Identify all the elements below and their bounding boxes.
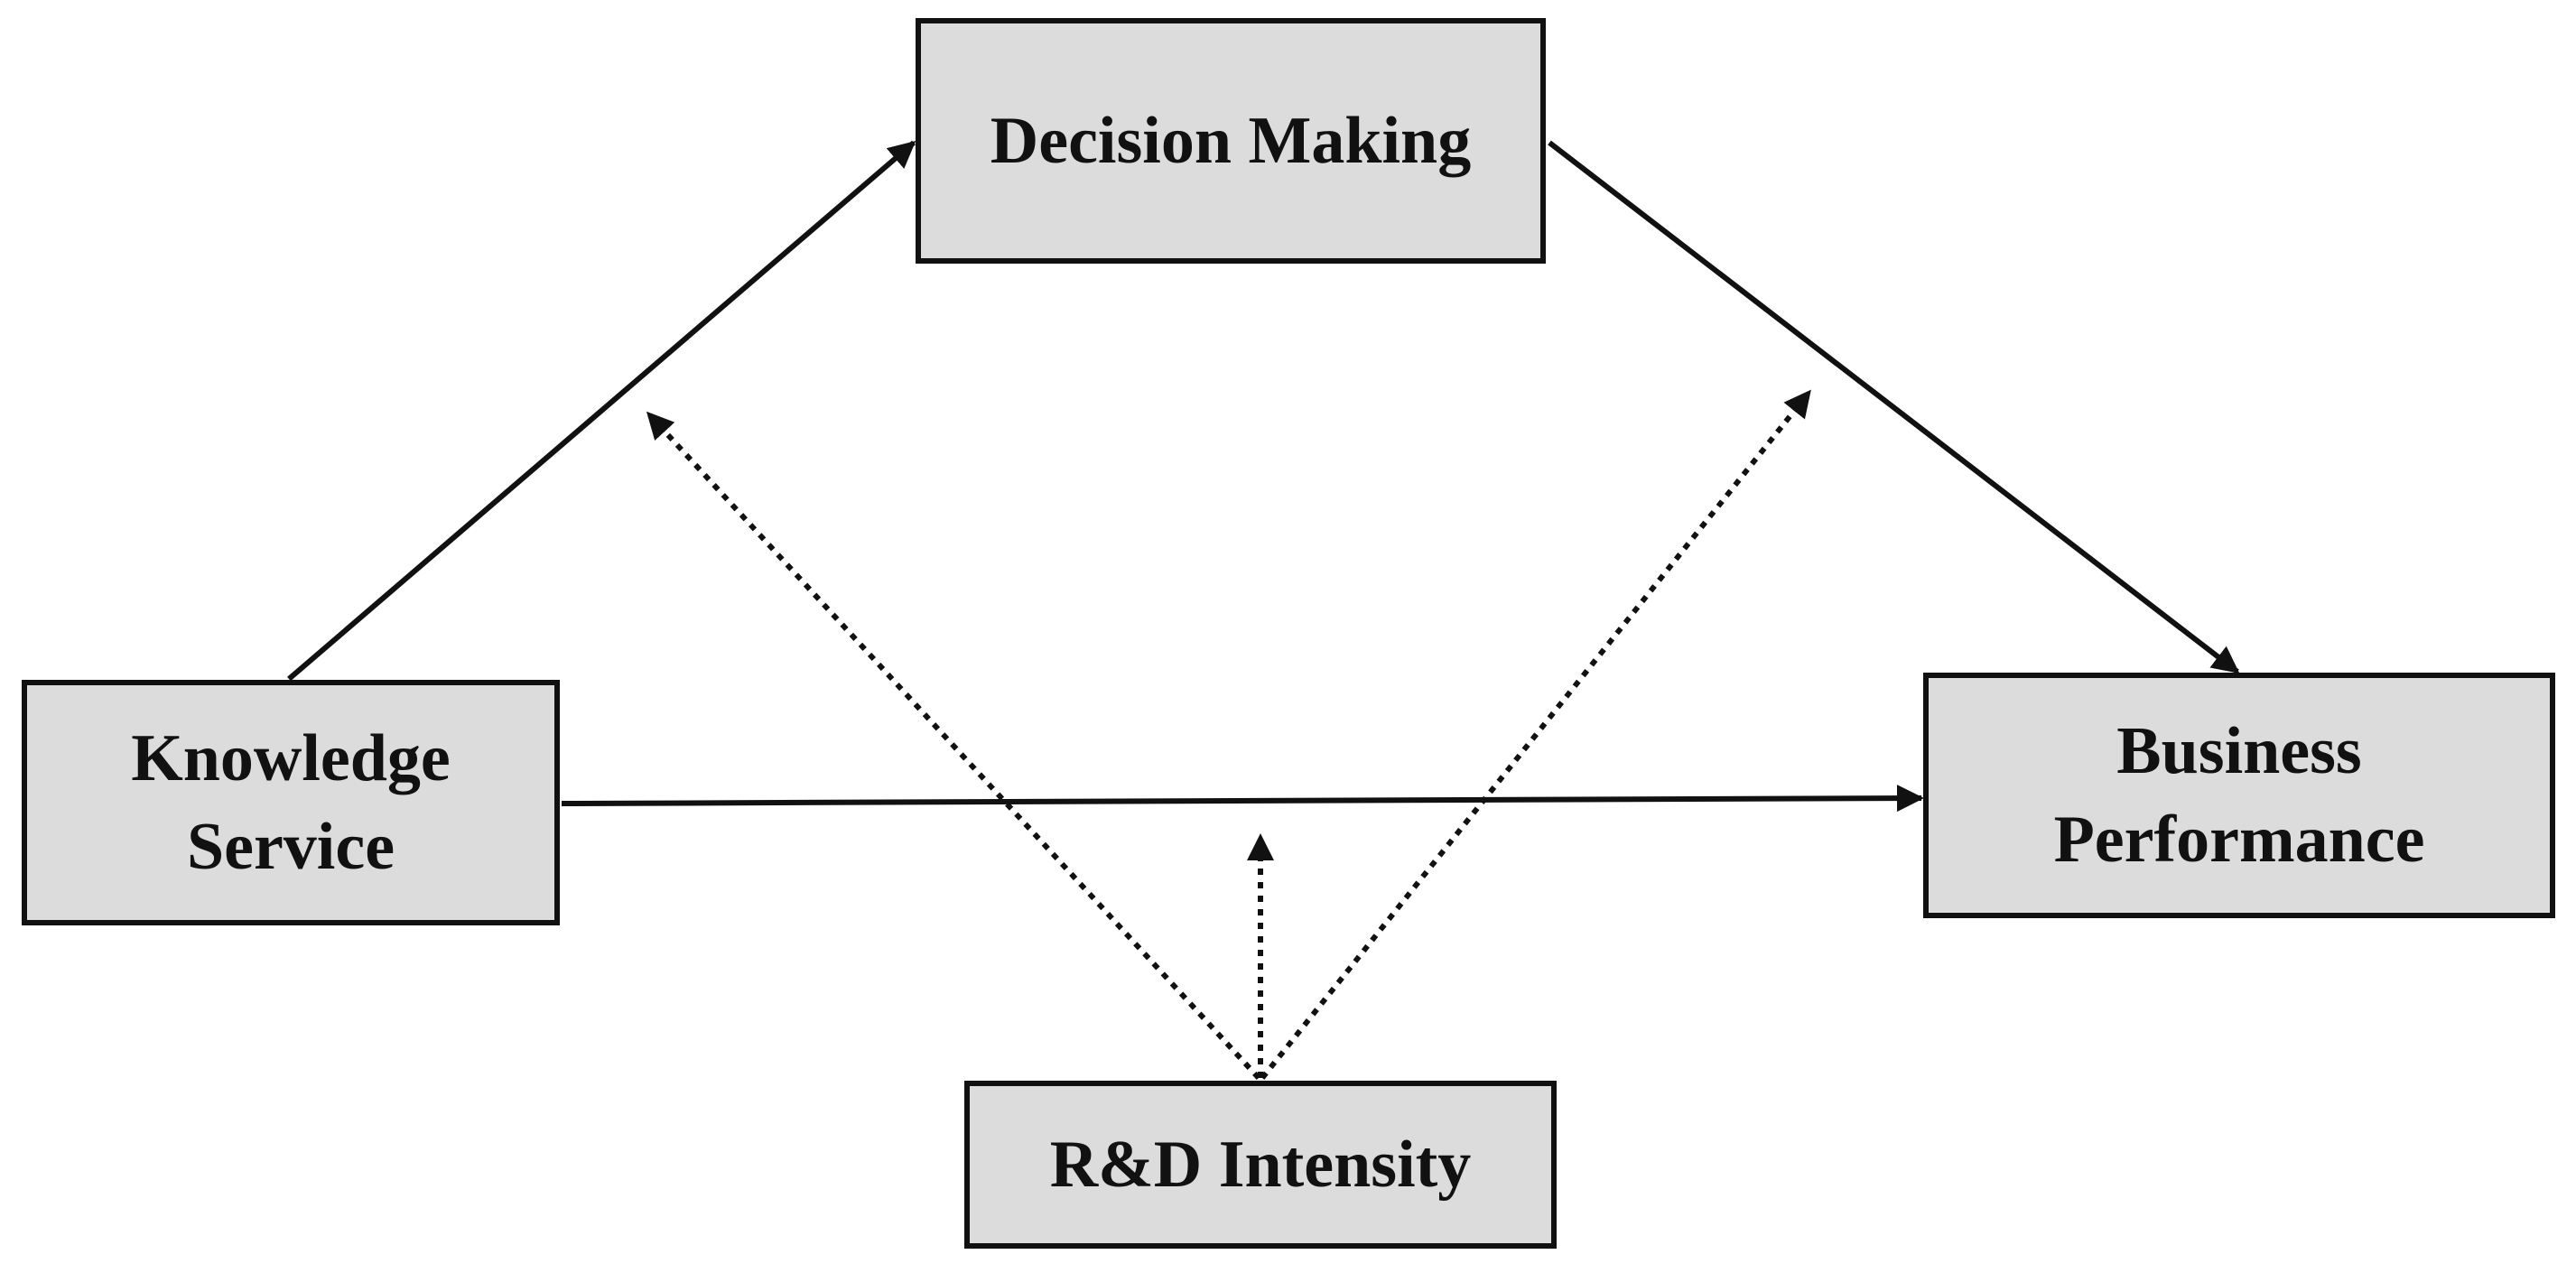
moderation-arrow-to-dm-bp-path <box>1260 389 1812 1080</box>
node-label-business-performance: Business Performance <box>2053 714 2425 877</box>
node-decision-making: Decision Making <box>916 18 1546 264</box>
arrow-knowledge-to-business <box>561 785 1924 813</box>
arrow-knowledge-to-decision <box>287 140 916 682</box>
node-rd-intensity: R&D Intensity <box>964 1081 1557 1249</box>
node-label-rd-intensity: R&D Intensity <box>1049 1128 1472 1202</box>
node-knowledge-service: Knowledge Service <box>22 680 560 925</box>
node-label-decision-making: Decision Making <box>990 104 1472 178</box>
node-label-knowledge-service: Knowledge Service <box>131 721 451 884</box>
arrow-decision-to-business <box>1548 140 2240 674</box>
node-business-performance: Business Performance <box>1923 673 2555 918</box>
moderation-arrow-to-ks-dm-path <box>646 411 1261 1081</box>
